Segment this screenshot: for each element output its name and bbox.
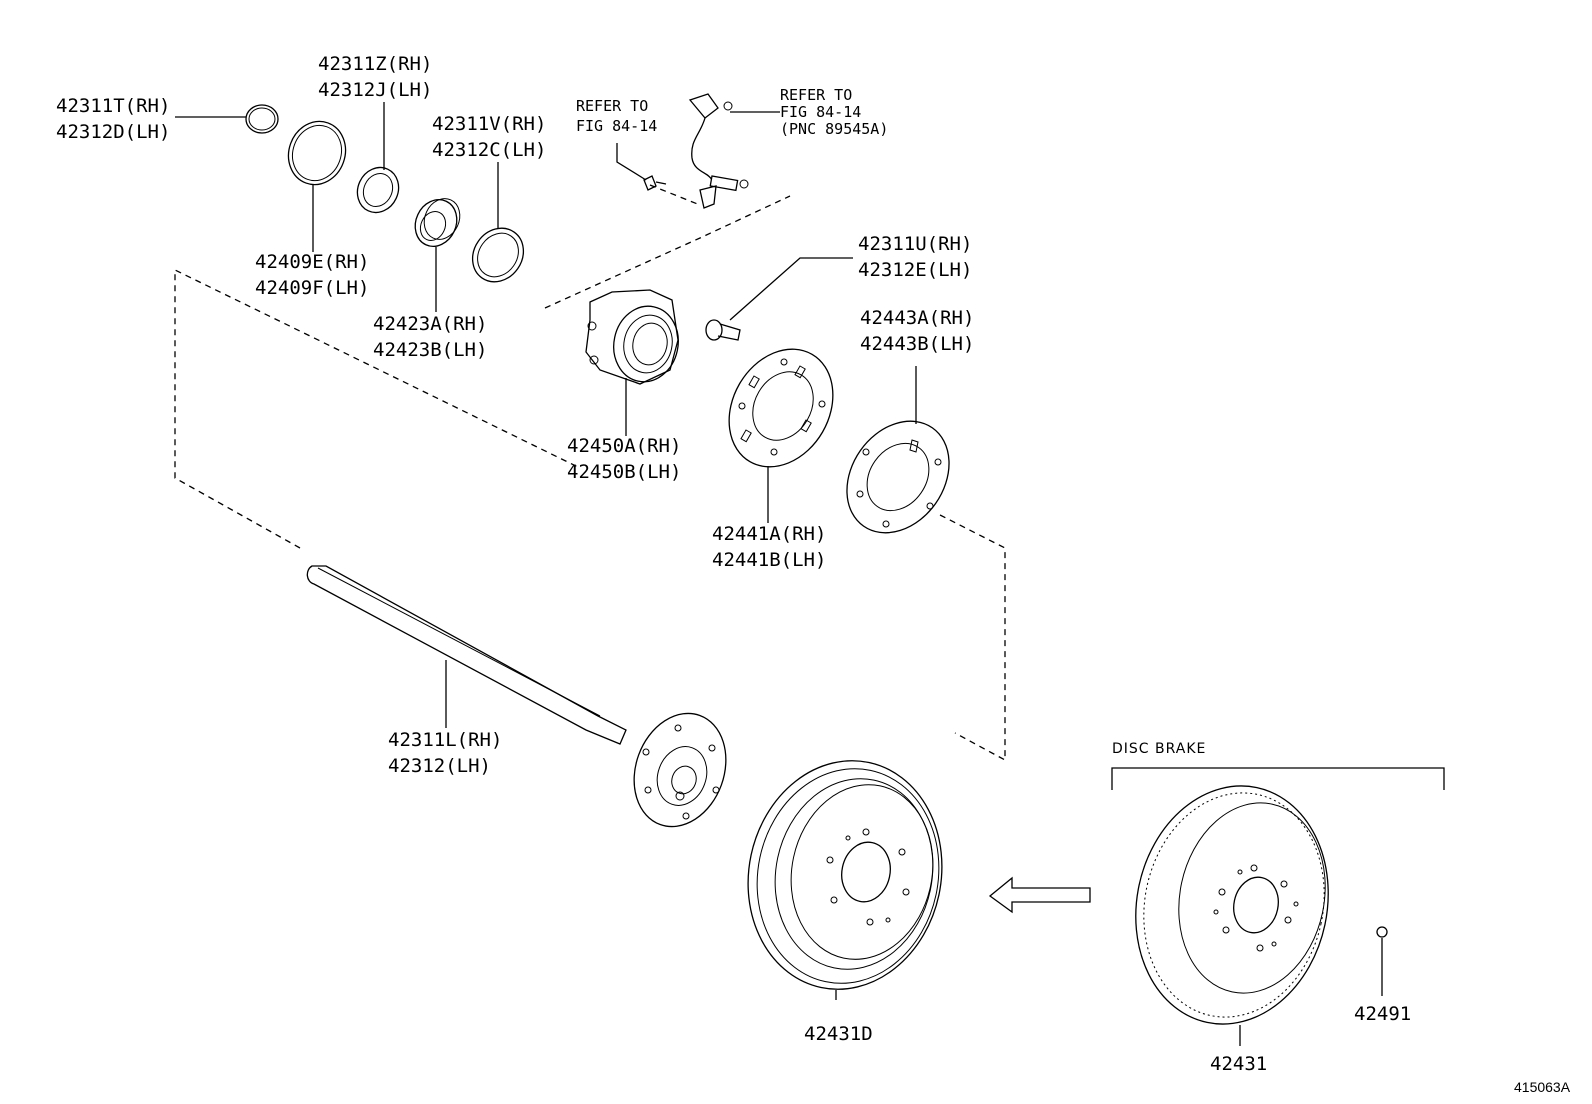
label-plate-rh: 42441A(RH) [712,523,826,545]
label-ref-right-3: (PNC 89545A) [780,120,888,138]
label-ring-z-lh: 42312J(LH) [318,79,432,101]
backing-plate-part [728,348,834,523]
label-snap-ring-rh: 42311T(RH) [56,95,170,117]
label-ring-z-rh: 42311Z(RH) [318,53,432,75]
label-ring-v-lh: 42312C(LH) [432,139,546,161]
label-ring-v-rh: 42311V(RH) [432,113,546,135]
label-bearing-lh: 42423B(LH) [373,339,487,361]
brake-disc-part [1135,785,1329,1046]
inner-ring-part [471,162,525,283]
label-seal-rh: 42409E(RH) [255,251,369,273]
label-disc: 42431 [1210,1053,1267,1075]
label-hub-rh: 42450A(RH) [567,435,681,457]
hub-housing-part [585,289,679,436]
gasket-part [846,366,950,534]
oil-seal-part [287,120,347,252]
label-plug: 42491 [1354,1003,1411,1025]
label-bolt-rh: 42311U(RH) [858,233,972,255]
label-ref-right-2: FIG 84-14 [780,103,861,121]
hole-plug-part [1376,926,1388,996]
label-bearing-rh: 42423A(RH) [373,313,487,335]
label-bolt-lh: 42312E(LH) [858,259,972,281]
label-axle-lh: 42312(LH) [388,755,491,777]
brake-drum-part [747,760,943,1000]
label-disc-brake: DISC BRAKE [1112,741,1206,757]
label-gasket-lh: 42443B(LH) [860,333,974,355]
assembly-guide-lines [174,184,1006,762]
retainer-ring-part [356,102,400,214]
left-arrow-icon [988,876,1091,914]
axle-shaft-part [306,565,727,828]
speed-sensor-part [616,93,780,209]
label-seal-lh: 42409F(LH) [255,277,369,299]
figure-number: 415063A [1514,1079,1571,1095]
label-plate-lh: 42441B(LH) [712,549,826,571]
label-ref-left-1: REFER TO [576,97,648,115]
label-snap-ring-lh: 42312D(LH) [56,121,170,143]
label-drum: 42431D [804,1023,873,1045]
label-axle-rh: 42311L(RH) [388,729,502,751]
label-gasket-rh: 42443A(RH) [860,307,974,329]
snap-ring-part [175,104,279,134]
disc-brake-bracket [1111,767,1445,790]
hub-bolt-part [705,257,853,341]
part-labels: 42311T(RH) 42312D(LH) 42311Z(RH) 42312J(… [56,53,1571,1095]
label-ref-right-1: REFER TO [780,86,852,104]
label-ref-left-2: FIG 84-14 [576,117,657,135]
label-hub-lh: 42450B(LH) [567,461,681,483]
bearing-part [414,198,461,312]
